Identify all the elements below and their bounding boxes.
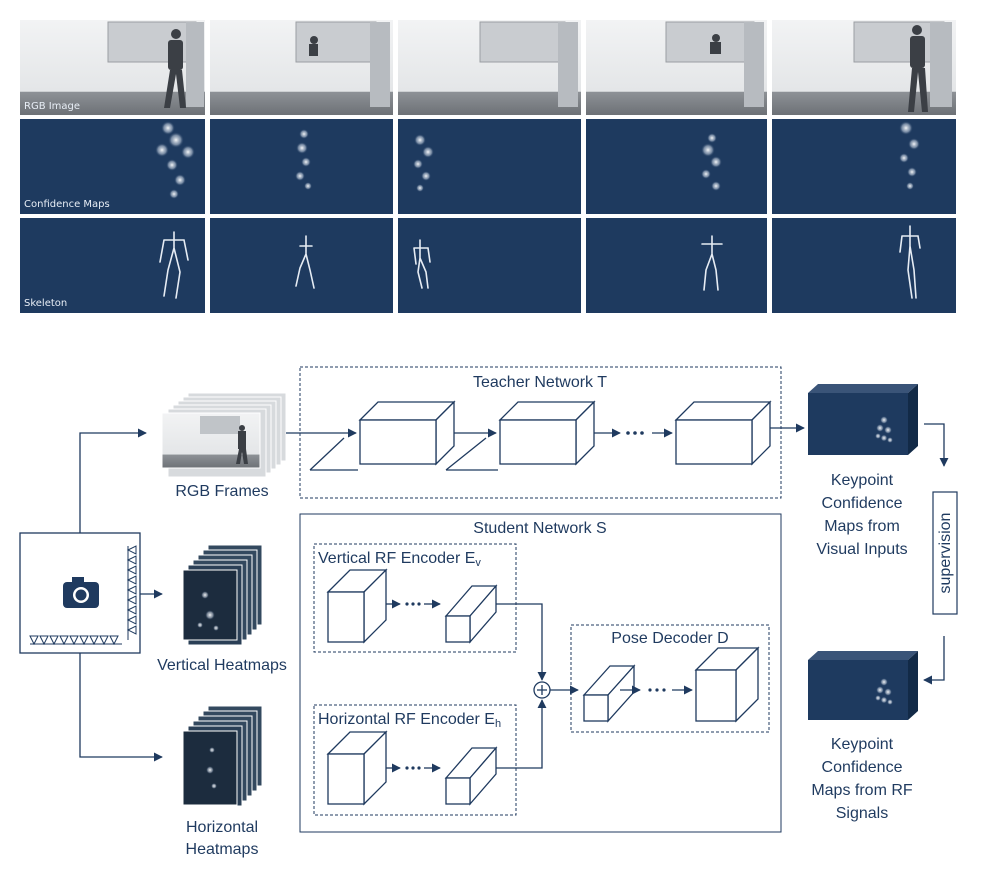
supervision-label: supervision [937,513,954,594]
pipeline-diagram: RGB Frames Teacher Network T [19,366,958,858]
skeleton-row: Skeleton [20,218,956,313]
vertical-rf-encoder: Vertical RF Encoder Ev [313,543,517,653]
horizontal-encoder-label: Horizontal RF Encoder Eh [318,711,501,730]
rgb-frames-stack: RGB Frames [161,392,287,500]
pose-decoder-label: Pose Decoder D [611,630,728,647]
device-arrows [79,428,163,762]
rgb-image-label: RGB Image [24,101,80,112]
skeleton-label: Skeleton [24,298,67,309]
vertical-heatmaps-stack: Vertical Heatmaps [157,544,287,674]
camera-icon [63,577,99,608]
confidence-maps-label: Confidence Maps [24,199,110,210]
svg-text:Confidence: Confidence [822,759,903,776]
horizontal-heatmaps-stack: Horizontal Heatmaps [182,705,263,858]
radio-device [19,532,141,654]
merge-plus-icon [496,603,579,769]
teacher-network: Teacher Network T [286,366,805,499]
keypoint-visual-label: Keypoint Confidence Maps from Visual Inp… [816,472,907,558]
student-network-title: Student Network S [473,520,606,537]
svg-text:Horizontal: Horizontal [186,819,258,836]
horizontal-heatmaps-label: Horizontal Heatmaps [186,819,259,858]
vertical-antenna-array-icon [126,545,137,640]
svg-text:Maps from: Maps from [824,518,900,535]
rgb-row: RGB Image [20,20,956,115]
top-grid: RGB Image Confidence Maps [20,20,956,313]
svg-text:Confidence: Confidence [822,495,903,512]
vertical-encoder-label: Vertical RF Encoder Ev [318,550,481,569]
confidence-row: Confidence Maps [20,119,956,214]
svg-text:Keypoint: Keypoint [831,736,894,753]
horizontal-antenna-array-icon [29,635,122,646]
teacher-ellipsis [626,431,644,435]
teacher-network-title: Teacher Network T [473,374,607,391]
svg-text:Maps from RF: Maps from RF [811,782,913,799]
svg-text:Heatmaps: Heatmaps [186,841,259,858]
student-network: Student Network S Vertical RF Encoder Ev [299,513,782,833]
svg-text:Visual Inputs: Visual Inputs [816,541,907,558]
pose-decoder: Pose Decoder D [570,624,770,733]
horizontal-rf-encoder: Horizontal RF Encoder Eh [313,704,517,816]
keypoint-rf-output: Keypoint Confidence Maps from RF Signals [808,651,918,822]
keypoint-visual-output: Keypoint Confidence Maps from Visual Inp… [808,384,918,558]
svg-text:Keypoint: Keypoint [831,472,894,489]
svg-text:Signals: Signals [836,805,888,822]
supervision-link: supervision [923,423,958,685]
vertical-heatmaps-label: Vertical Heatmaps [157,657,287,674]
rgb-frames-label: RGB Frames [175,483,268,500]
keypoint-rf-label: Keypoint Confidence Maps from RF Signals [811,736,913,822]
